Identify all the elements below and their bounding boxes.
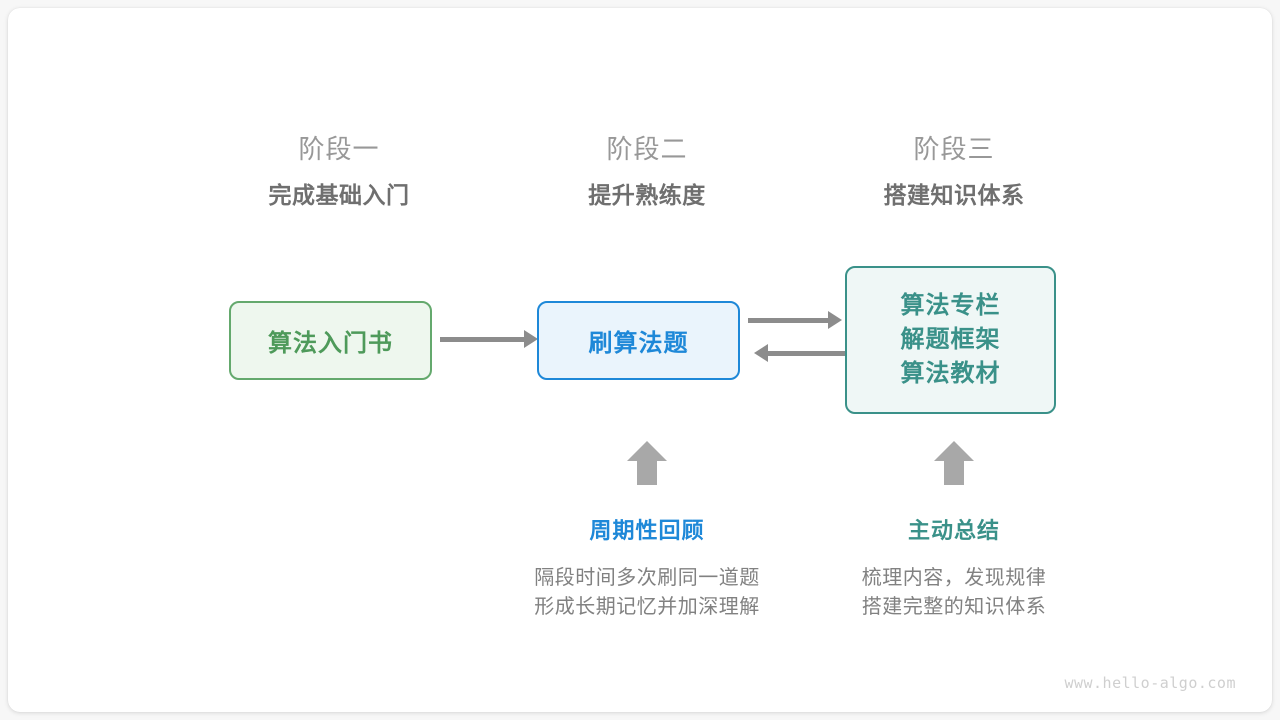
arrow-book-to-practice-line (440, 337, 524, 342)
arrow-book-to-practice-head (524, 330, 538, 348)
node-practice-problems[interactable]: 刷算法题 (537, 301, 740, 380)
diagram-card: 阶段一 完成基础入门 阶段二 提升熟练度 阶段三 搭建知识体系 算法入门书 刷算… (8, 8, 1272, 712)
node-algorithm-intro-book[interactable]: 算法入门书 (229, 301, 432, 380)
stage-header-2: 阶段二 提升熟练度 (497, 136, 797, 207)
node-label-practice-problems: 刷算法题 (588, 330, 689, 357)
arrow-up-into-practice (625, 440, 669, 486)
note-title-periodic-review: 周期性回顾 (589, 518, 705, 543)
stage-title-1: 完成基础入门 (268, 182, 410, 208)
note-active-summary: 主动总结 梳理内容，发现规律 搭建完整的知识体系 (794, 520, 1114, 622)
node-label-knowledge-resources-3: 算法教材 (900, 360, 1001, 388)
arrow-up-into-resources (932, 440, 976, 486)
node-knowledge-resources[interactable]: 算法专栏 解题框架 算法教材 (845, 266, 1056, 414)
note-periodic-review: 周期性回顾 隔段时间多次刷同一道题 形成长期记忆并加深理解 (487, 520, 807, 622)
stage-label-3: 阶段三 (913, 134, 995, 164)
note-desc-line: 形成长期记忆并加深理解 (534, 596, 760, 618)
watermark: www.hello-algo.com (1064, 674, 1236, 692)
stage-title-2: 提升熟练度 (588, 182, 706, 208)
arrow-resources-to-practice-head (754, 344, 768, 362)
stage-title-3: 搭建知识体系 (883, 182, 1025, 208)
note-desc-line: 梳理内容，发现规律 (861, 567, 1047, 589)
note-desc-line: 隔段时间多次刷同一道题 (534, 567, 760, 589)
stage-label-2: 阶段二 (606, 134, 688, 164)
note-desc-line: 搭建完整的知识体系 (861, 596, 1047, 618)
node-label-algorithm-intro-book: 算法入门书 (268, 330, 393, 357)
node-label-knowledge-resources-2: 解题框架 (900, 325, 1001, 353)
stage-header-1: 阶段一 完成基础入门 (189, 136, 489, 207)
note-desc-active-summary: 梳理内容，发现规律 搭建完整的知识体系 (794, 564, 1114, 622)
arrow-practice-to-resources-line (748, 318, 828, 323)
arrow-practice-to-resources-head (828, 311, 842, 329)
node-label-knowledge-resources-1: 算法专栏 (900, 291, 1001, 319)
stage-header-3: 阶段三 搭建知识体系 (804, 136, 1104, 207)
arrow-resources-to-practice-line (768, 351, 848, 356)
note-title-active-summary: 主动总结 (907, 518, 1000, 543)
note-desc-periodic-review: 隔段时间多次刷同一道题 形成长期记忆并加深理解 (487, 564, 807, 622)
stage-label-1: 阶段一 (298, 134, 380, 164)
